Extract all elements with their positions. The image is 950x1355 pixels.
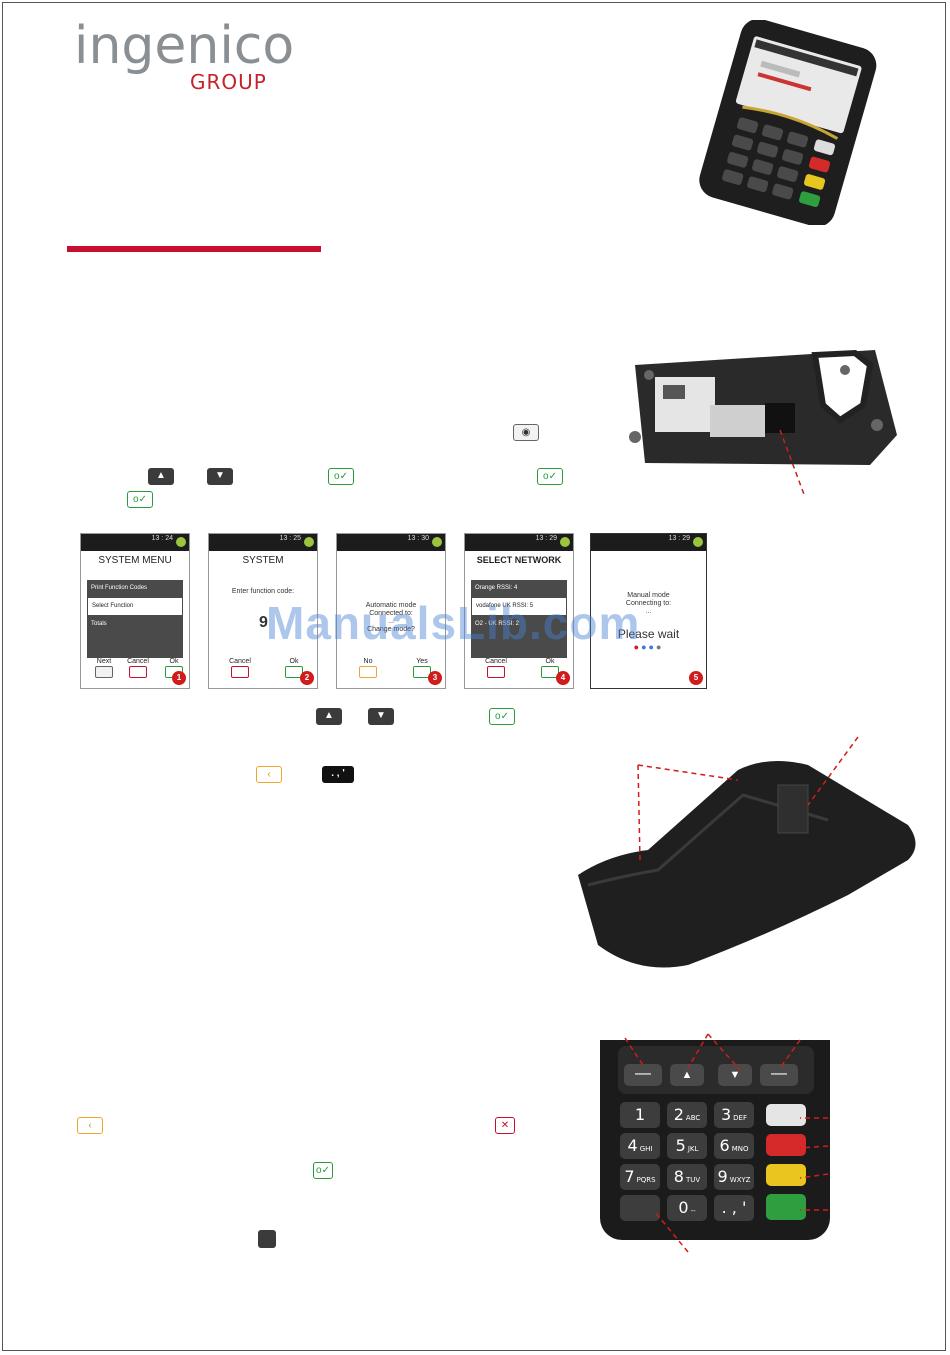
softkey-label: Ok bbox=[169, 658, 179, 665]
keypad-key-letters: MNO bbox=[731, 1145, 749, 1153]
step-badge: 4 bbox=[556, 671, 570, 685]
screen-title: SYSTEM MENU bbox=[98, 555, 172, 566]
menu-key-icon bbox=[95, 666, 113, 678]
title-rule bbox=[67, 246, 321, 252]
screen-title: SELECT NETWORK bbox=[476, 555, 562, 565]
keypad-key: . , ' bbox=[714, 1195, 754, 1221]
screen-line: Automatic mode bbox=[365, 602, 417, 609]
keypad-key-letters: ABC bbox=[685, 1114, 701, 1122]
softkey-label: No bbox=[363, 658, 373, 665]
ok-key-icon: o✓ bbox=[537, 468, 563, 485]
keypad-key-letters: PQRS bbox=[636, 1176, 656, 1184]
up-arrow-key-icon: ▲ bbox=[316, 708, 342, 725]
screen-line: Change mode? bbox=[367, 626, 415, 633]
back-key-icon: ‹ bbox=[256, 766, 282, 783]
screen-line: Manual mode bbox=[627, 592, 670, 599]
screen-line: ... bbox=[645, 608, 652, 615]
menu-item: Totals bbox=[91, 621, 107, 627]
please-wait-text: Please wait bbox=[617, 627, 680, 641]
keypad-key-letters: WXYZ bbox=[729, 1176, 751, 1184]
step-badge: 5 bbox=[689, 671, 703, 685]
keypad-key-letters: TUV bbox=[685, 1176, 701, 1184]
screen-line: Connecting to: bbox=[625, 600, 672, 607]
softkey-label: Next bbox=[96, 658, 112, 665]
screen-title: SYSTEM bbox=[242, 555, 284, 566]
terminal-screen-3: 13 : 30 Automatic mode Connected to: ...… bbox=[336, 533, 446, 689]
step-badge: 1 bbox=[172, 671, 186, 685]
keypad-key-letters: DEF bbox=[733, 1114, 748, 1122]
menu-key-icon: ◉ bbox=[513, 424, 539, 441]
screen-line: ... bbox=[388, 618, 394, 625]
softkey-label: Cancel bbox=[229, 658, 251, 665]
cancel-key-icon: ✕ bbox=[495, 1117, 515, 1134]
ok-key-icon: o✓ bbox=[127, 491, 153, 508]
terminal-front-photo bbox=[699, 20, 877, 225]
softkey-label: Cancel bbox=[127, 658, 149, 665]
clear-key-icon bbox=[766, 1164, 806, 1186]
menu-item: vodafone UK RSSI: 5 bbox=[471, 597, 567, 616]
softkey-label: Cancel bbox=[485, 658, 507, 665]
screen-prompt: Enter function code: bbox=[231, 588, 295, 595]
terminal-screen-4: 13 : 29 SELECT NETWORK Orange RSSI: 4 vo… bbox=[464, 533, 574, 689]
ingenico-logo-text: ingenico bbox=[74, 16, 295, 76]
back-key-icon: ‹ bbox=[77, 1117, 103, 1134]
keypad-callouts bbox=[624, 1033, 829, 1253]
dot-key-icon: . , ' bbox=[322, 766, 354, 783]
function-code-value: 9 bbox=[259, 614, 268, 631]
step-badge: 3 bbox=[428, 671, 442, 685]
terminal-screen-1: 13 : 24 SYSTEM MENU Print Function Codes… bbox=[80, 533, 190, 689]
paper-feed-key-icon bbox=[258, 1230, 276, 1248]
down-arrow-key-icon: ▼ bbox=[207, 468, 233, 485]
enter-key-icon bbox=[766, 1194, 806, 1220]
ok-key-icon: o✓ bbox=[313, 1162, 333, 1179]
terminal-back-photo bbox=[629, 349, 897, 498]
cancel-key-icon bbox=[129, 666, 147, 678]
keypad-key-letters: GHI bbox=[639, 1145, 653, 1153]
ingenico-group-text: GROUP bbox=[190, 70, 267, 94]
watermark: ManualsLib.com bbox=[266, 597, 641, 649]
up-arrow-key-icon: ▲ bbox=[148, 468, 174, 485]
menu-key-icon bbox=[766, 1104, 806, 1126]
keypad-key-letters: -- bbox=[690, 1207, 696, 1215]
terminal-screen-5: 13 : 29 Manual mode Connecting to: ... P… bbox=[590, 533, 707, 689]
keypad-key: 1 bbox=[620, 1102, 660, 1128]
cancel-key-icon bbox=[231, 666, 249, 678]
ok-key-icon: o✓ bbox=[328, 468, 354, 485]
charging-base-photo bbox=[578, 736, 916, 968]
keypad-key: 0-- bbox=[667, 1195, 707, 1221]
progress-dots: ●●●● bbox=[633, 642, 664, 652]
menu-item: Orange RSSI: 4 bbox=[475, 585, 518, 591]
softkey-label: Ok bbox=[545, 658, 555, 665]
keypad-key-letters: JKL bbox=[687, 1145, 699, 1153]
ok-key-icon: o✓ bbox=[489, 708, 515, 725]
terminal-screen-2: 13 : 25 SYSTEM Enter function code: 9 Ca… bbox=[208, 533, 318, 689]
menu-item: Print Function Codes bbox=[91, 585, 148, 591]
down-arrow-key-icon: ▼ bbox=[368, 708, 394, 725]
cancel-key-icon bbox=[766, 1134, 806, 1156]
menu-item: O2 - UK RSSI: 2 bbox=[475, 621, 520, 627]
step-badge: 2 bbox=[300, 671, 314, 685]
menu-item: Select Function bbox=[87, 597, 183, 616]
cancel-key-icon bbox=[487, 666, 505, 678]
softkey-label: Ok bbox=[289, 658, 299, 665]
screen-line: Connected to: bbox=[369, 610, 413, 617]
back-key-icon bbox=[359, 666, 377, 678]
keypad-key bbox=[620, 1195, 660, 1221]
softkey-label: Yes bbox=[416, 658, 428, 665]
